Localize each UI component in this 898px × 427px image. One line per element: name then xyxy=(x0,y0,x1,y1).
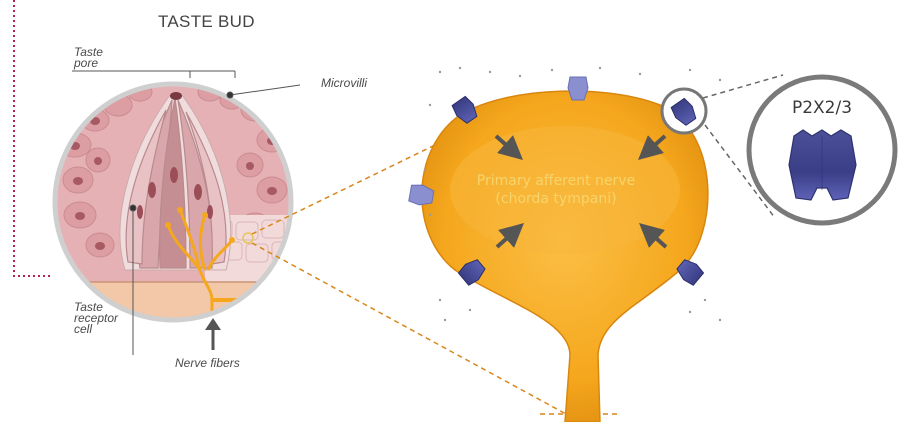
taste-pore-label: Taste pore xyxy=(74,47,103,69)
taste-receptor-cell-label: Taste receptor cell xyxy=(74,302,118,335)
afferent-nerve-terminal xyxy=(422,91,708,422)
dotted-border xyxy=(14,0,52,276)
diagram-title: TASTE BUD xyxy=(158,12,255,32)
chorda-tympani-text: (chorda tympani) xyxy=(466,190,646,208)
nerve-fibers-label: Nerve fibers xyxy=(175,358,240,369)
primary-afferent-text: Primary afferent nerve xyxy=(466,172,646,190)
microvilli-label: Microvilli xyxy=(321,78,367,89)
receptor-name-label: P2X2/3 xyxy=(772,98,872,118)
afferent-nerve-label: Primary afferent nerve (chorda tympani) xyxy=(466,172,646,208)
